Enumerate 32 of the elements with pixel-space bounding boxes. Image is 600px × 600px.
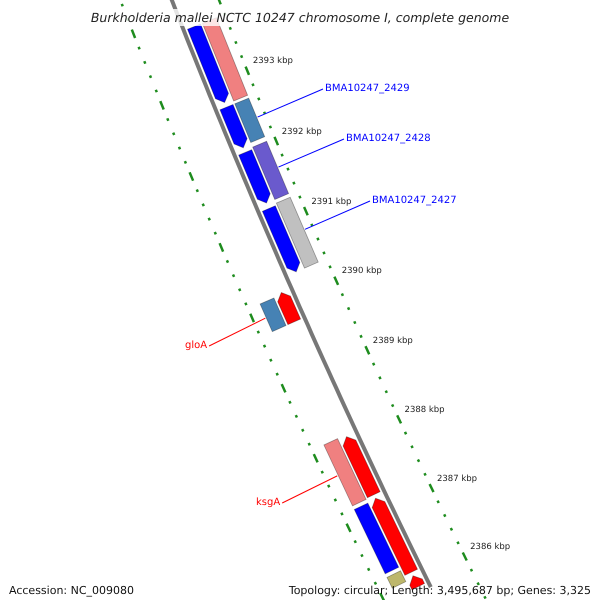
gene-label: BMA10247_2429 — [325, 83, 410, 95]
gene-block — [260, 297, 287, 332]
gene-block — [262, 205, 300, 272]
gene-block — [186, 23, 229, 104]
scale-label: 2388 kbp — [404, 404, 445, 415]
leader-line — [304, 200, 370, 230]
scale-label: 2387 kbp — [436, 474, 478, 484]
gene-block — [277, 292, 302, 326]
gene-block — [323, 438, 367, 506]
gene-block — [372, 498, 418, 576]
gene-label: ksgA — [256, 497, 280, 509]
gene-block — [252, 140, 290, 200]
scale-label: 2391 kbp — [311, 196, 352, 207]
leader-line — [278, 138, 344, 168]
scale-label: 2386 kbp — [470, 542, 510, 552]
scale-label: 2389 kbp — [372, 336, 413, 346]
scale-label: 2390 kbp — [342, 266, 382, 276]
accession-text: Accession: NC_009080 — [8, 584, 136, 597]
scale-label: 2392 kbp — [282, 126, 322, 137]
genome-summary-text: Topology: circular; Length: 3,495,687 bp; Genes: 3,325 — [288, 584, 592, 597]
gene-label: BMA10247_2428 — [346, 133, 431, 145]
gene-block — [354, 502, 400, 574]
leader-line — [257, 88, 324, 118]
gene-label: BMA10247_2427 — [372, 195, 457, 207]
leader-line — [208, 318, 266, 346]
gene-label: gloA — [185, 340, 208, 352]
gene-block — [342, 436, 381, 498]
leader-line — [282, 475, 338, 504]
gene-block — [238, 149, 271, 204]
gene-block — [234, 98, 266, 144]
scale-label: 2393 kbp — [252, 56, 293, 66]
gene-block — [219, 104, 248, 148]
